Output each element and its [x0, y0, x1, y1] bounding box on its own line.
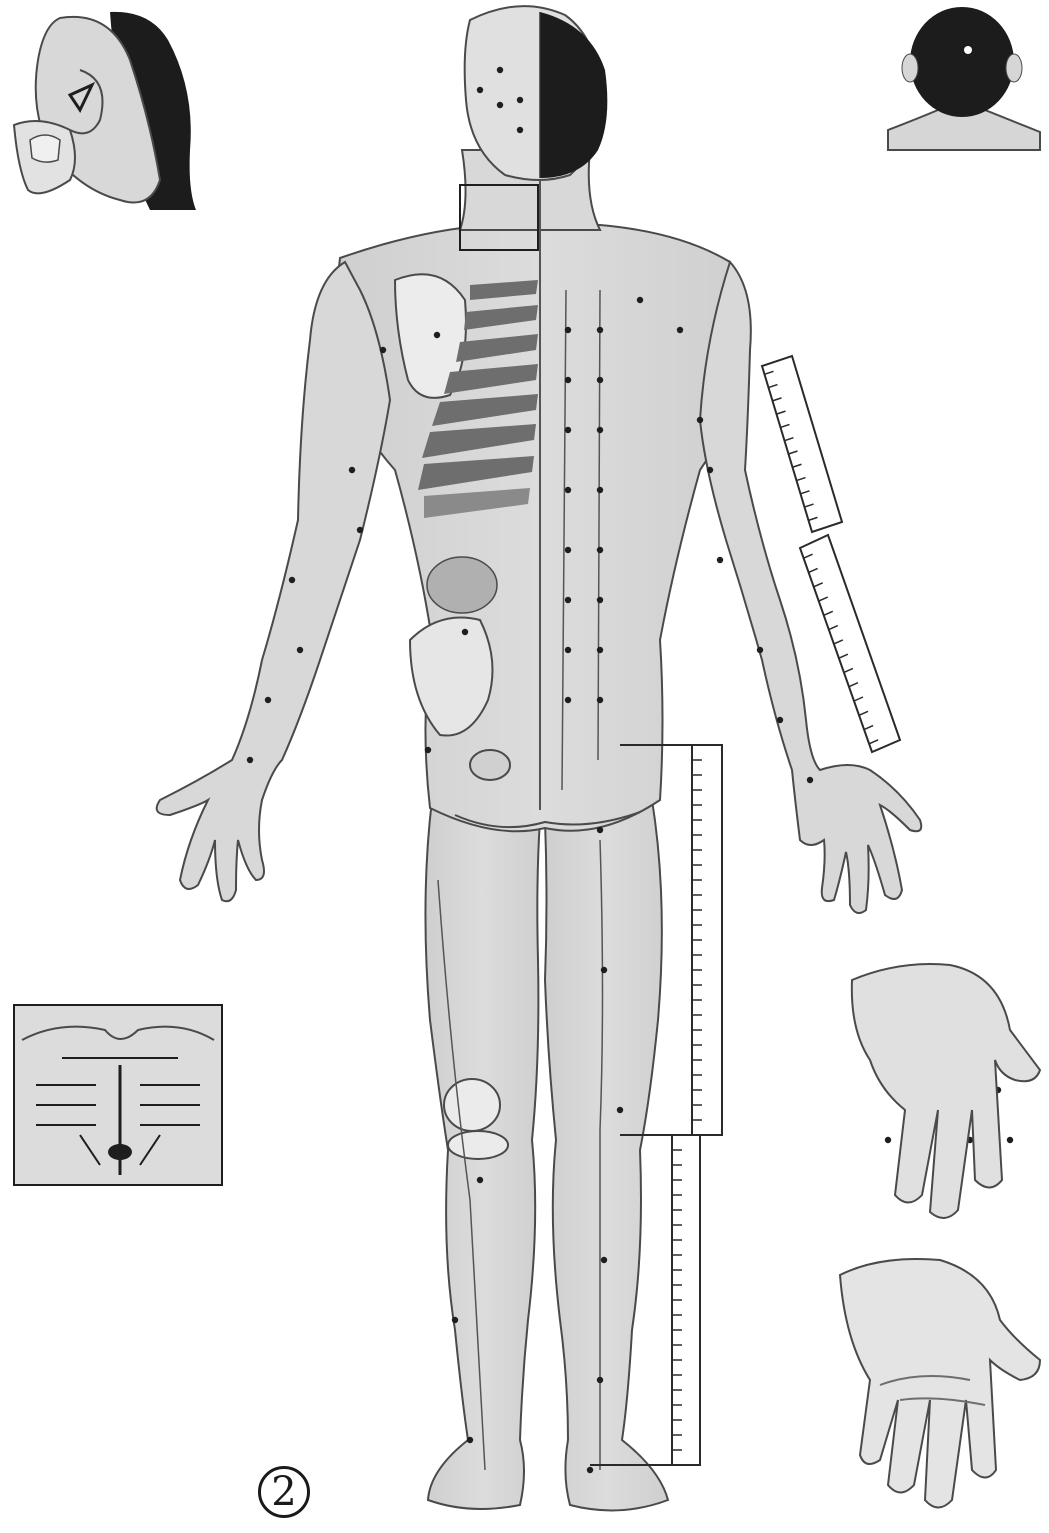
- acupoint-dot: [565, 327, 571, 333]
- right-leg: [545, 800, 668, 1510]
- acupoint-dot: [467, 1437, 473, 1443]
- acupoint-dot: [1007, 1137, 1013, 1143]
- acupoint-dot: [452, 1317, 458, 1323]
- acupoint-dot: [807, 777, 813, 783]
- acupoint-dot: [477, 1177, 483, 1183]
- acupoint-dot: [697, 417, 703, 423]
- left-arm: [157, 262, 390, 901]
- forearm-ruler: [800, 535, 900, 752]
- right-arm: [700, 262, 921, 913]
- acupoint-dot: [357, 527, 363, 533]
- acupoint-dot: [601, 967, 607, 973]
- ear-left-small: [902, 54, 918, 82]
- acupoint-dot: [717, 557, 723, 563]
- plate-number: 2: [258, 1466, 310, 1518]
- acupoint-dot: [677, 327, 683, 333]
- acupoint-dot: [289, 577, 295, 583]
- head-back-hair: [910, 7, 1014, 117]
- acupoint-dot: [349, 467, 355, 473]
- acupoint-dot: [597, 327, 603, 333]
- acupoint-dot: [597, 547, 603, 553]
- head-back-inset: [888, 7, 1040, 150]
- acupoint-dot: [565, 597, 571, 603]
- acupoint-dot: [462, 629, 468, 635]
- left-knee: [444, 1079, 500, 1131]
- sacral-inset: [14, 1005, 222, 1185]
- acupoint-dot: [597, 697, 603, 703]
- acupoint-dot: [565, 377, 571, 383]
- head-hair-half: [540, 12, 607, 178]
- acupoint-dot: [497, 67, 503, 73]
- acupoint-dot: [565, 647, 571, 653]
- acupoint-dot: [517, 127, 523, 133]
- ear-right-small: [1006, 54, 1022, 82]
- acupoint-dot: [380, 347, 386, 353]
- acupoint-dot: [617, 1107, 623, 1113]
- acupoint-dot: [597, 427, 603, 433]
- ear-inset: [14, 12, 196, 210]
- acupoint-dot: [297, 647, 303, 653]
- acupoint-dot: [597, 377, 603, 383]
- acupoint-dot: [885, 1137, 891, 1143]
- acupoint-dot: [597, 647, 603, 653]
- acupoint-dot: [757, 647, 763, 653]
- acupoint-dot: [637, 297, 643, 303]
- hand-back-inset: [852, 964, 1040, 1218]
- acupoint-dot: [477, 87, 483, 93]
- acupoint-dot: [265, 697, 271, 703]
- left-knee-lower: [448, 1131, 508, 1159]
- kidney: [427, 557, 497, 613]
- palm-inset: [840, 1259, 1040, 1508]
- acupoint-dot: [434, 332, 440, 338]
- acupoint-dot: [565, 547, 571, 553]
- acupoint-dot: [597, 487, 603, 493]
- acupoint-dot: [247, 757, 253, 763]
- acupoint-dot: [777, 717, 783, 723]
- ear-nail: [30, 135, 60, 162]
- acupoint-dot: [707, 467, 713, 473]
- acupoint-dot: [565, 427, 571, 433]
- acupoint-dot: [497, 102, 503, 108]
- acupoint-dot: [565, 697, 571, 703]
- acupoint-dot: [597, 597, 603, 603]
- upper-arm-ruler: [762, 356, 842, 532]
- acupoint-dot: [565, 487, 571, 493]
- acupoint-dot: [587, 1467, 593, 1473]
- acupoint-dot: [597, 827, 603, 833]
- acupoint-dot: [425, 747, 431, 753]
- acupoint-dot: [517, 97, 523, 103]
- acupoint-dot: [601, 1257, 607, 1263]
- human-figure: [157, 6, 922, 1510]
- crown-point: [964, 46, 972, 54]
- acupoint-dot: [597, 1377, 603, 1383]
- sacrum-hole: [470, 750, 510, 780]
